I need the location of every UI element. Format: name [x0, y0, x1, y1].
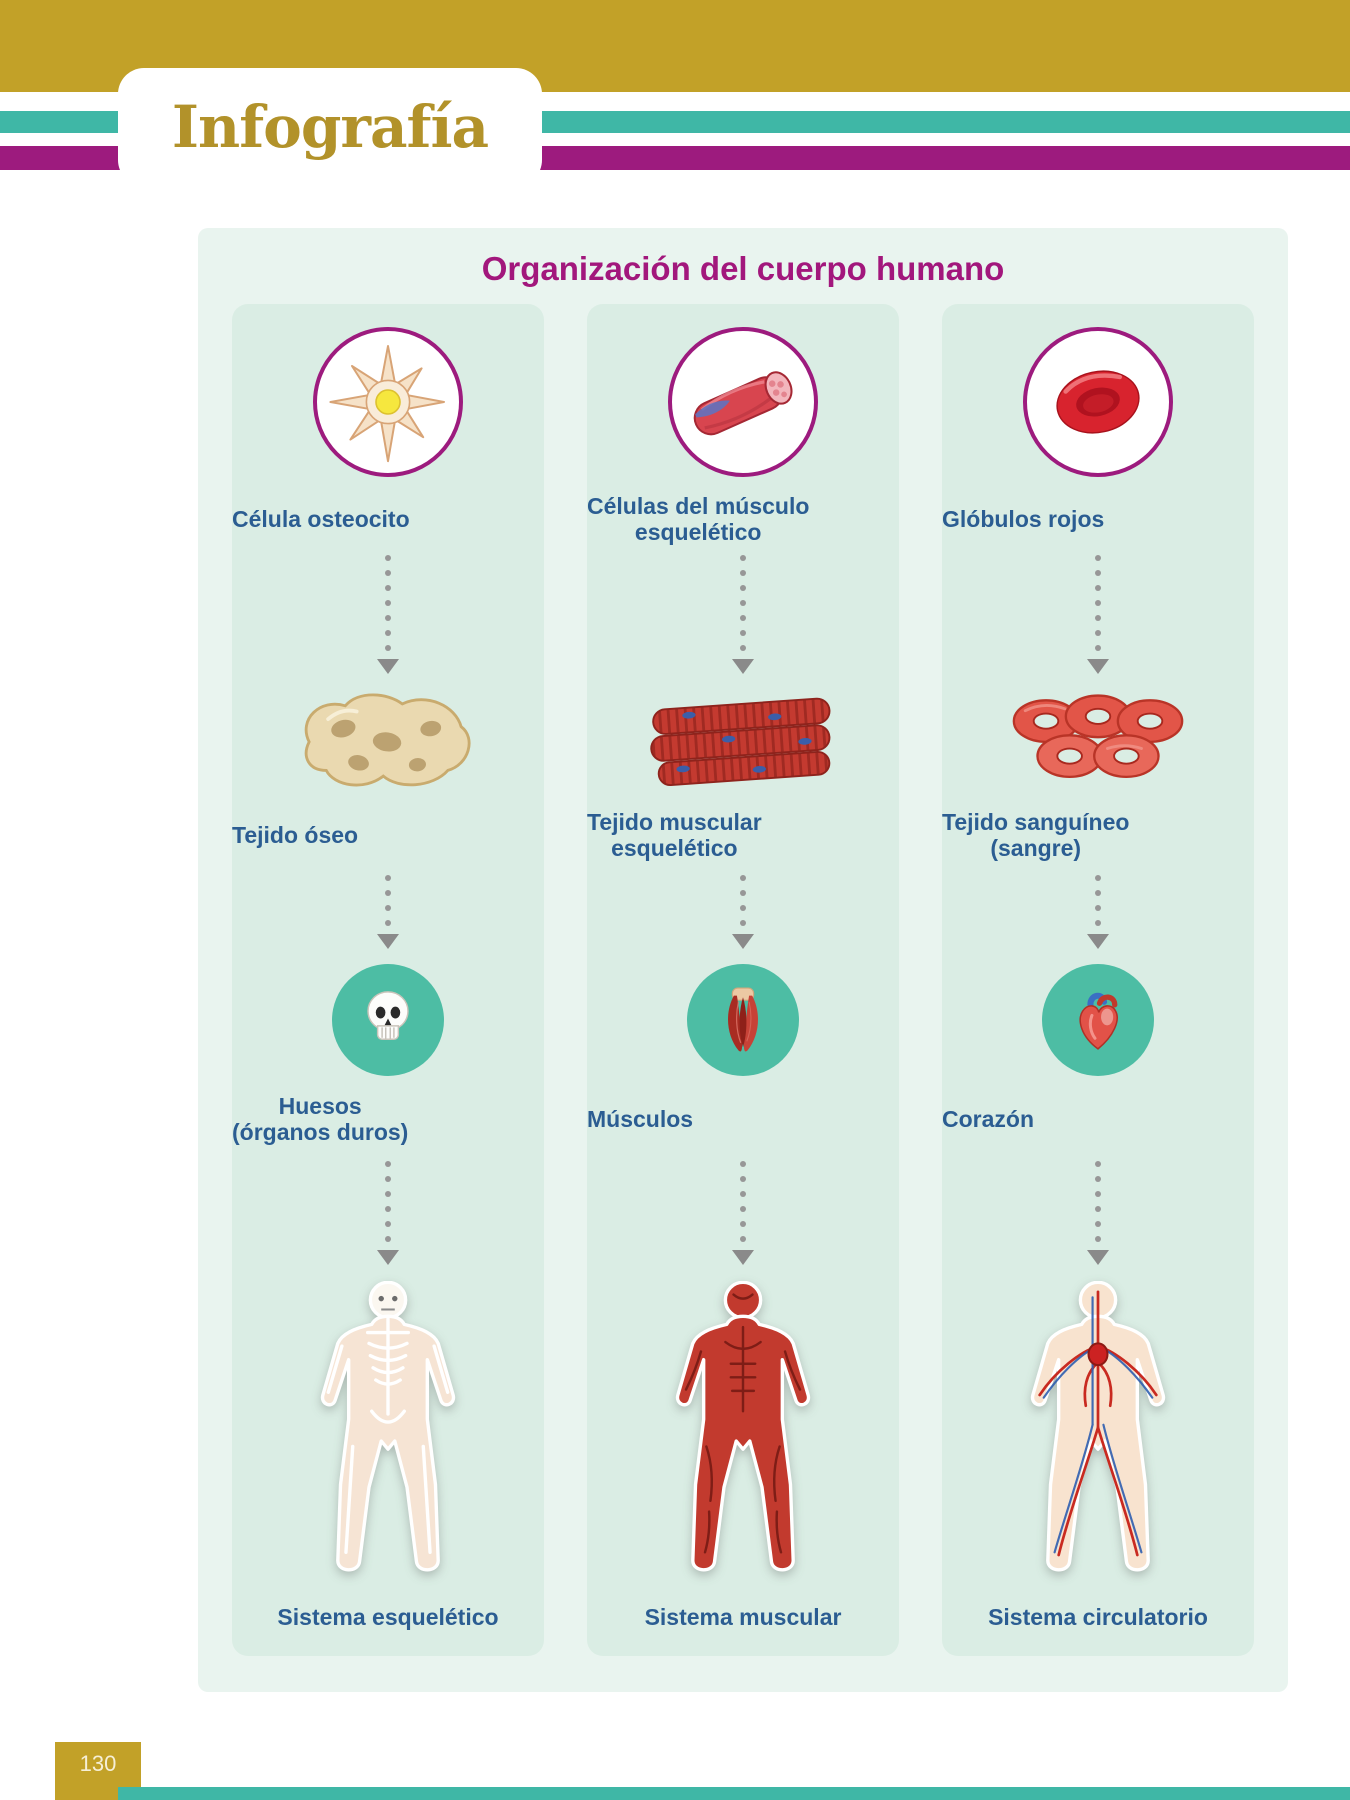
arrow-dots: [740, 875, 746, 926]
arrow-dots: [1095, 554, 1101, 651]
muscular-body-icon: [675, 1281, 811, 1572]
arrowhead-icon: [377, 934, 399, 949]
header-tab: Infografía: [118, 68, 542, 186]
bottom-teal-stripe: [118, 1787, 1350, 1800]
arrow-dots: [740, 1161, 746, 1242]
dotted-arrow-down: [732, 1161, 754, 1265]
dotted-arrow-down: [1087, 875, 1109, 949]
bone-tissue-icon: [304, 693, 471, 787]
cell-image-area: [232, 318, 544, 486]
cell-label: Células del músculo esquelético: [587, 493, 810, 545]
organ-label: Músculos: [587, 1106, 694, 1133]
arrow-dots: [385, 554, 391, 651]
cell-label: Célula osteocito: [232, 506, 410, 533]
circulatory-body-icon: [1030, 1281, 1166, 1572]
arrowhead-icon: [732, 934, 754, 949]
dotted-arrow-down: [1087, 554, 1109, 674]
cell-image-area: [587, 318, 899, 486]
arrow-dots: [385, 875, 391, 926]
dotted-arrow-down: [377, 554, 399, 674]
organ-circle: [332, 964, 444, 1076]
dotted-arrow-down: [377, 1161, 399, 1265]
organ-circle: [687, 964, 799, 1076]
dotted-arrow-down: [732, 875, 754, 949]
arrow-dots: [385, 1161, 391, 1242]
organ-label: Corazón: [942, 1106, 1034, 1133]
skull-icon: [367, 991, 409, 1040]
blood-tissue-icon: [1012, 694, 1184, 779]
arrow-dots: [1095, 1161, 1101, 1242]
cell-circle-frame: [1023, 327, 1173, 477]
column-muscular: Células del músculo esquelético: [587, 304, 899, 1656]
column-circulatory: Glóbulos rojos: [942, 304, 1254, 1656]
organ-circle: [1042, 964, 1154, 1076]
skeleton-body-icon: [320, 1281, 456, 1572]
arrow-dots: [1095, 875, 1101, 926]
cell-circle-frame: [668, 327, 818, 477]
columns-container: Célula osteocito Tejido óseo: [198, 304, 1288, 1656]
system-label: Sistema muscular: [644, 1604, 842, 1631]
tissue-label: Tejido muscular esquelético: [587, 809, 762, 861]
arrowhead-icon: [1087, 1250, 1109, 1265]
cell-image-area: [942, 318, 1254, 486]
header-tab-title: Infografía: [171, 93, 489, 161]
heart-icon: [1079, 992, 1118, 1050]
page-number: 130: [79, 1751, 117, 1776]
organ-label: Huesos (órganos duros): [232, 1093, 409, 1145]
tissue-label: Tejido óseo: [232, 822, 359, 849]
infographic-title: Organización del cuerpo humano: [481, 250, 1005, 287]
column-skeletal: Célula osteocito Tejido óseo: [232, 304, 544, 1656]
cell-circle-frame: [313, 327, 463, 477]
osteocyte-cell-icon: [329, 345, 445, 463]
system-label: Sistema circulatorio: [988, 1604, 1208, 1631]
arrowhead-icon: [1087, 934, 1109, 949]
arrowhead-icon: [732, 658, 754, 674]
muscle-tissue-icon: [650, 697, 831, 787]
dotted-arrow-down: [732, 554, 754, 674]
arrowhead-icon: [732, 1250, 754, 1265]
system-label: Sistema esquelético: [277, 1604, 499, 1631]
tissue-label: Tejido sanguíneo (sangre): [942, 809, 1130, 861]
muscles-icon: [728, 987, 758, 1052]
dotted-arrow-down: [377, 875, 399, 949]
arrowhead-icon: [1087, 658, 1109, 674]
dotted-arrow-down: [1087, 1161, 1109, 1265]
cell-label: Glóbulos rojos: [942, 506, 1105, 533]
infographic-panel: Organización del cuerpo humano Célula os…: [198, 228, 1288, 1692]
red-blood-cells-icon: [1056, 370, 1140, 434]
arrowhead-icon: [377, 658, 399, 674]
arrowhead-icon: [377, 1250, 399, 1265]
muscle-cell-icon: [693, 371, 793, 436]
arrow-dots: [740, 554, 746, 651]
